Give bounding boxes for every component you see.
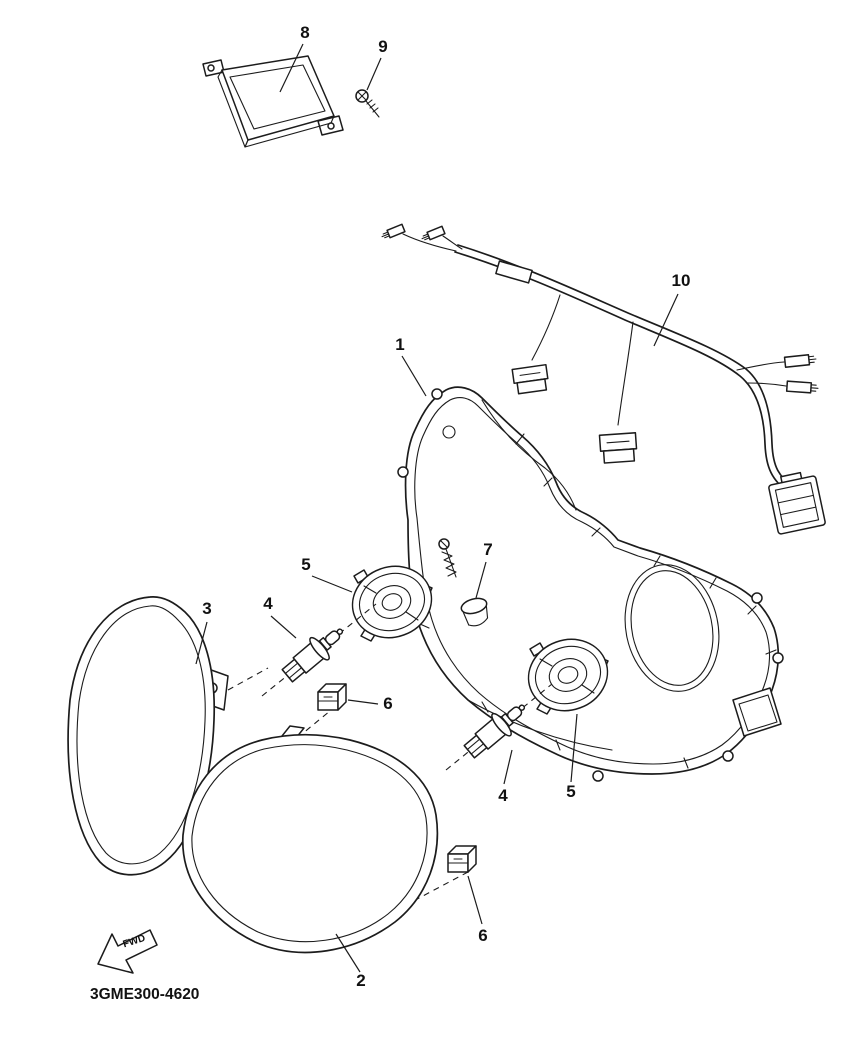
headlight-housing bbox=[397, 386, 784, 782]
fwd-arrow: FWD bbox=[97, 929, 158, 974]
retainer-ring-right bbox=[527, 638, 609, 715]
bulb-left bbox=[281, 628, 344, 683]
housing-bracket bbox=[732, 687, 782, 737]
clip-nut-lower bbox=[447, 845, 477, 873]
diagram-code: 3GME300-4620 bbox=[90, 986, 199, 1003]
callout-labels: 8 9 10 1 5 7 3 4 6 4 5 6 2 bbox=[202, 23, 690, 990]
callout-10: 10 bbox=[672, 271, 691, 290]
callout-5b: 5 bbox=[566, 782, 575, 801]
cover-plate bbox=[202, 55, 344, 148]
clip-nut-upper bbox=[317, 683, 347, 711]
flange-ticks bbox=[419, 433, 777, 769]
harness-terminal-1 bbox=[381, 223, 406, 239]
callout-8: 8 bbox=[300, 23, 309, 42]
callout-6a: 6 bbox=[383, 694, 392, 713]
callout-9: 9 bbox=[378, 37, 387, 56]
leader-lines bbox=[195, 43, 679, 973]
callout-7: 7 bbox=[483, 540, 492, 559]
lens-left bbox=[67, 596, 229, 876]
callout-1: 1 bbox=[395, 335, 404, 354]
retainer-ring-left bbox=[351, 565, 433, 642]
harness-terminal-3 bbox=[783, 354, 817, 368]
harness-terminal-4 bbox=[785, 380, 819, 394]
callout-5a: 5 bbox=[301, 555, 310, 574]
lens-lower bbox=[182, 725, 439, 954]
harness-connector-1 bbox=[511, 363, 549, 395]
harness-terminal-2 bbox=[421, 225, 446, 241]
harness-connector-2 bbox=[598, 432, 638, 464]
wiring-harness bbox=[381, 223, 826, 535]
callout-3: 3 bbox=[202, 599, 211, 618]
harness-tape-wrap bbox=[495, 260, 533, 284]
callout-2: 2 bbox=[356, 971, 365, 990]
callout-4b: 4 bbox=[498, 786, 508, 805]
rubber-cap bbox=[460, 597, 489, 627]
screw bbox=[355, 89, 380, 118]
callout-4a: 4 bbox=[263, 594, 273, 613]
adjust-screw bbox=[438, 538, 457, 578]
harness-main-connector bbox=[768, 471, 826, 535]
bulb-right bbox=[463, 704, 526, 759]
callout-6b: 6 bbox=[478, 926, 487, 945]
